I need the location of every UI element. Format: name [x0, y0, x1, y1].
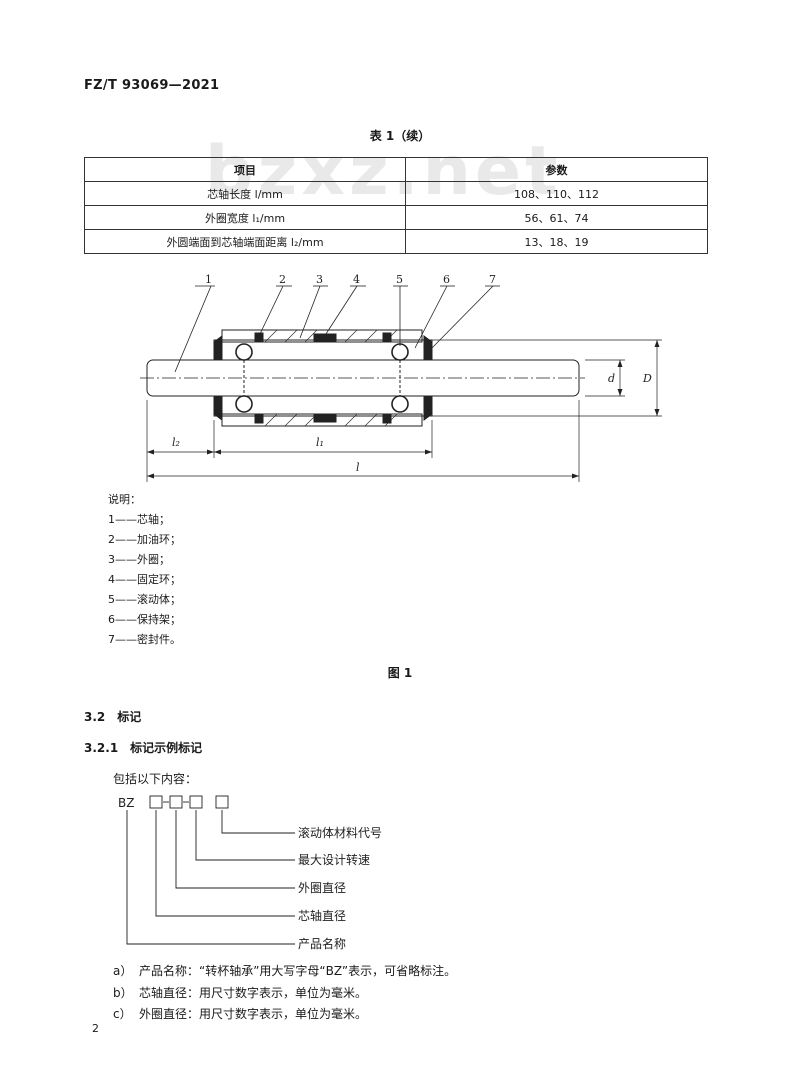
dim-D: D — [642, 372, 652, 385]
table-row: 芯轴长度 l/mm 108、110、112 — [84, 181, 708, 206]
table-cell: 外圈宽度 l₁/mm — [84, 205, 406, 230]
box-spindle-dia — [149, 795, 163, 809]
box-material — [215, 795, 229, 809]
list-item-text: 外圈直径：用尺寸数字表示，单位为毫米。 — [139, 1007, 368, 1021]
callout-3: 3 — [316, 273, 323, 286]
subsection-heading: 3.2.1 标记示例标记 — [84, 741, 203, 755]
legend-title: 说明： — [108, 493, 141, 506]
marking-label: 外圈直径 — [298, 881, 346, 895]
table-row: 外圈宽度 l₁/mm 56、61、74 — [84, 205, 708, 230]
marking-label: 芯轴直径 — [298, 908, 346, 923]
legend-item: 3——外圈； — [108, 553, 170, 566]
table-header-row: 项目 参数 — [84, 157, 708, 182]
marking-label: 滚动体材料代号 — [298, 825, 382, 840]
fixed-ring-top — [313, 333, 337, 342]
parameter-table: 项目 参数 芯轴长度 l/mm 108、110、112 外圈宽度 l₁/mm 5… — [84, 157, 708, 254]
fixed-ring-bottom — [313, 414, 337, 423]
figure-caption: 图 1 — [387, 666, 413, 680]
legend-item: 6——保持架； — [108, 613, 181, 626]
column-header-item: 项目 — [84, 157, 406, 182]
legend-item: 1——芯轴； — [108, 513, 170, 526]
dim-d: d — [608, 372, 615, 385]
dim-l2: l₂ — [172, 436, 180, 449]
ball-right-bottom — [391, 395, 409, 413]
callout-5: 5 — [396, 273, 403, 286]
marking-label: 最大设计转速 — [298, 852, 370, 867]
callout-4: 4 — [353, 273, 360, 286]
list-item-mark: c） — [113, 1007, 132, 1021]
page-number: 2 — [92, 1022, 99, 1035]
outer-ring-top — [213, 339, 433, 361]
ball-right-top — [391, 343, 409, 361]
callout-2: 2 — [279, 273, 286, 286]
list-item-mark: a） — [113, 964, 133, 978]
box-max-speed — [189, 795, 203, 809]
seal-right-top — [423, 335, 433, 361]
intro-text: 包括以下内容： — [113, 772, 198, 786]
standard-number: FZ/T 93069—2021 — [84, 78, 220, 93]
ball-left-top — [235, 343, 253, 361]
table-cell: 芯轴长度 l/mm — [84, 181, 406, 206]
dim-l1: l₁ — [316, 436, 324, 449]
callout-7: 7 — [489, 273, 496, 286]
code-prefix: BZ — [118, 796, 134, 810]
section-heading: 3.2 标记 — [84, 710, 142, 724]
legend-item: 5——滚动体； — [108, 593, 181, 606]
callout-6: 6 — [443, 273, 450, 286]
table-cell: 56、61、74 — [405, 205, 708, 230]
callout-1: 1 — [205, 273, 212, 286]
table-cell: 外圆端面到芯轴端面距离 l₂/mm — [84, 229, 406, 254]
table-cell: 13、18、19 — [405, 229, 708, 254]
marking-label: 产品名称 — [298, 936, 346, 951]
legend-item: 7——密封件。 — [108, 633, 181, 646]
bearing-drawing: 1 2 3 4 5 6 7 l₂ l₁ l d D — [140, 273, 662, 482]
oil-ring-top — [254, 332, 264, 342]
table-caption: 表 1（续） — [369, 129, 431, 143]
oil-ring-bottom — [254, 414, 264, 424]
legend-item: 2——加油环； — [108, 533, 181, 546]
box-outer-dia — [169, 795, 183, 809]
legend-item: 4——固定环； — [108, 573, 181, 586]
list-item-mark: b） — [113, 986, 133, 1000]
marking-diagram: BZ 滚动体材料代号 最大设计转速 外圈直径 芯轴直径 产品名称 — [118, 795, 382, 951]
table-cell: 108、110、112 — [405, 181, 708, 206]
list-item-text: 产品名称：“转杯轴承”用大写字母“BZ”表示，可省略标注。 — [139, 964, 457, 978]
table-row: 外圆端面到芯轴端面距离 l₂/mm 13、18、19 — [84, 229, 708, 254]
outer-ring-bottom — [213, 395, 433, 417]
ball-left-bottom — [235, 395, 253, 413]
list-item-text: 芯轴直径：用尺寸数字表示，单位为毫米。 — [139, 986, 368, 1000]
seal-left-top — [213, 335, 223, 361]
dim-l: l — [356, 461, 360, 474]
